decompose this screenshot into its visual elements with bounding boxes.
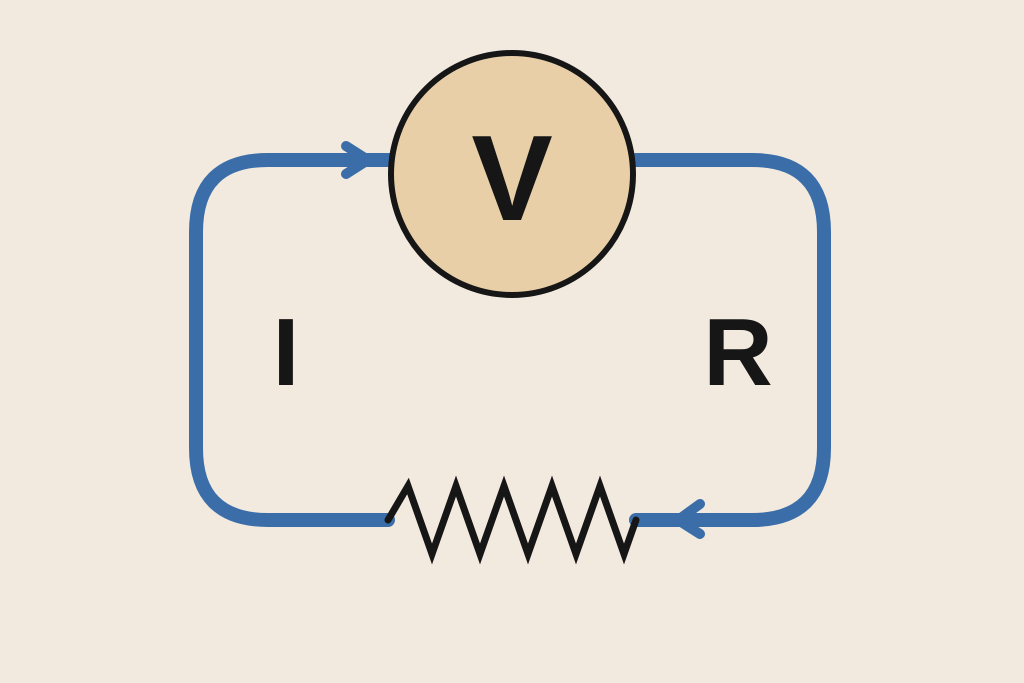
arrow-left-icon [673, 499, 705, 539]
current-label: I [273, 299, 300, 406]
resistance-label: R [703, 299, 772, 406]
resistor-zigzag-icon [384, 475, 640, 565]
circuit-wire [189, 153, 831, 527]
voltage-source-circle [388, 50, 636, 298]
arrow-right-icon [341, 141, 373, 179]
voltage-label: V [471, 110, 552, 246]
